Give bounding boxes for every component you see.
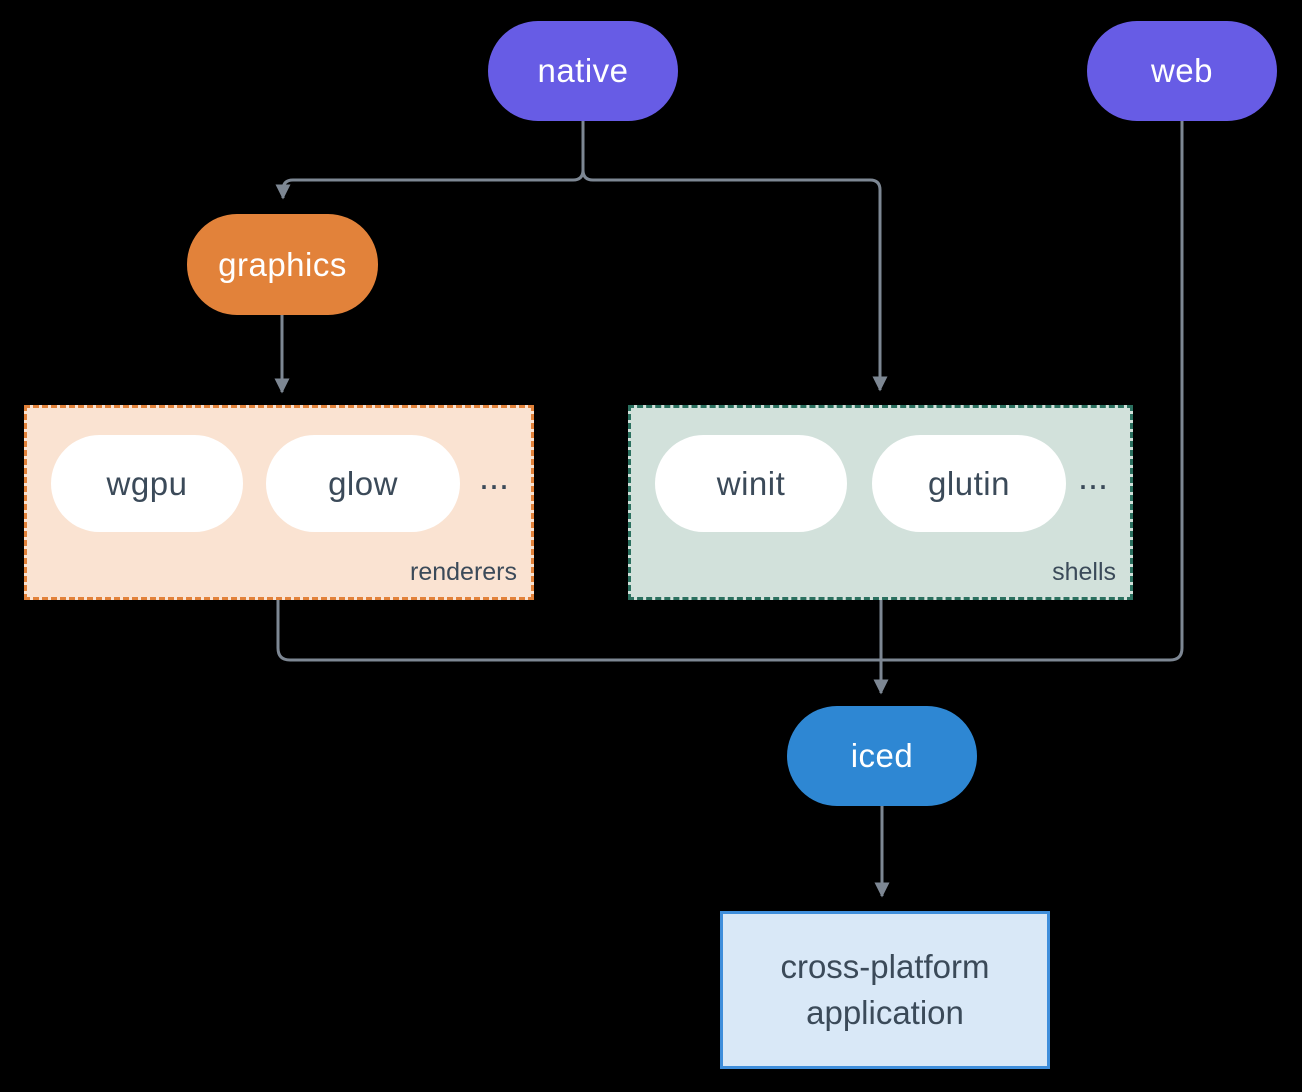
- renderers-ellipsis: ...: [478, 456, 509, 497]
- node-graphics-label: graphics: [218, 245, 347, 283]
- connector-web-to-merge: [882, 121, 1184, 662]
- node-winit-label: winit: [716, 464, 786, 502]
- group-renderers: wgpu glow ... renderers: [24, 405, 534, 600]
- connector-native-to-graphics: [275, 121, 585, 200]
- node-native: native: [488, 21, 678, 121]
- node-web: web: [1087, 21, 1277, 121]
- node-iced-label: iced: [850, 737, 914, 774]
- node-glow-label: glow: [328, 464, 398, 502]
- node-glow: glow: [266, 435, 460, 532]
- shells-ellipsis: ...: [1077, 456, 1108, 497]
- node-native-label: native: [537, 52, 629, 89]
- shells-group-label: shells: [1052, 558, 1116, 586]
- node-winit: winit: [655, 435, 847, 532]
- node-iced: iced: [787, 706, 977, 806]
- node-wgpu-label: wgpu: [106, 464, 188, 502]
- node-glutin-label: glutin: [928, 464, 1010, 502]
- node-graphics: graphics: [187, 214, 378, 315]
- group-shells: winit glutin ... shells: [628, 405, 1133, 600]
- renderers-group-label: renderers: [410, 558, 517, 586]
- connector-renderers-to-merge: [276, 600, 882, 662]
- node-web-label: web: [1150, 52, 1214, 89]
- node-glutin: glutin: [872, 435, 1066, 532]
- node-wgpu: wgpu: [51, 435, 243, 532]
- app-label: cross-platform application: [780, 947, 990, 1031]
- connector-native-to-shells: [581, 169, 888, 392]
- node-cross-platform-application: cross-platform application: [720, 911, 1050, 1069]
